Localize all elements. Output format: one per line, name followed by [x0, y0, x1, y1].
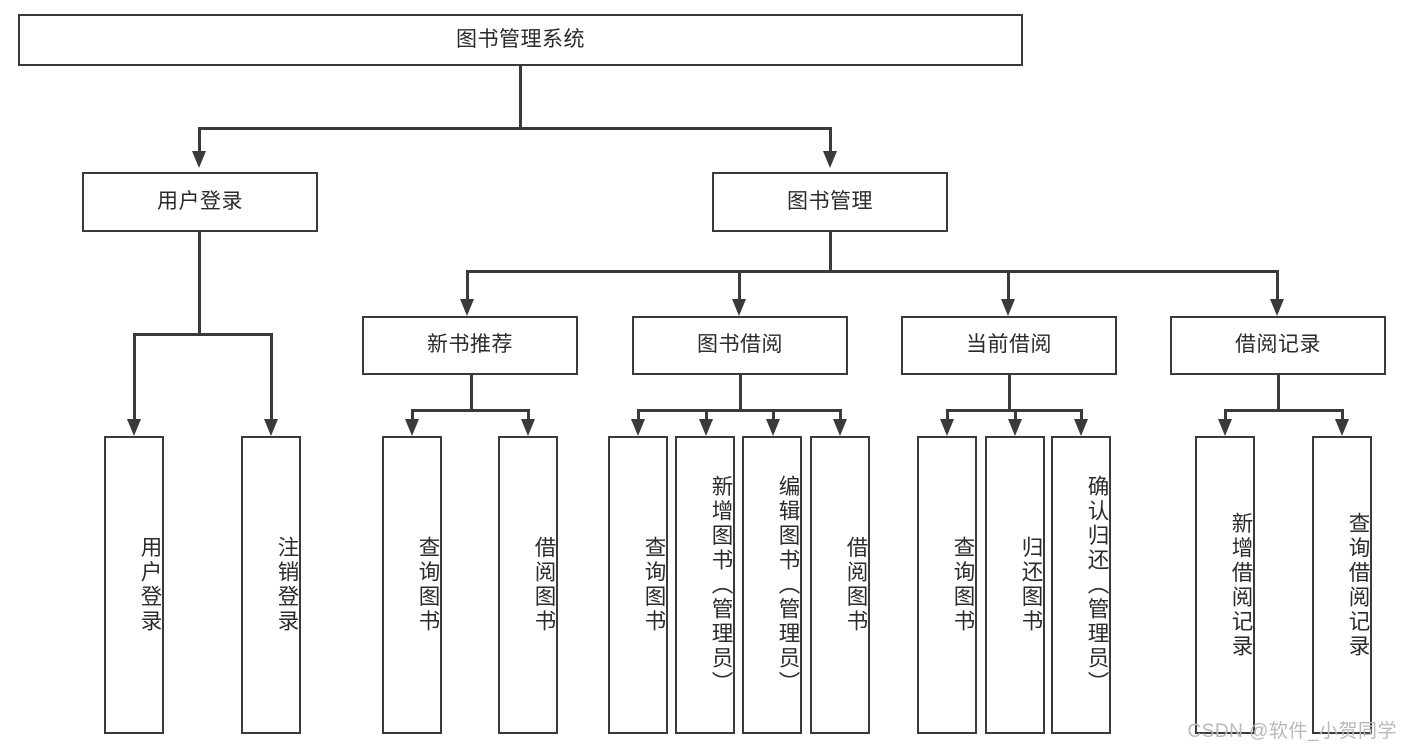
leaf-label: 归还图书 [1019, 536, 1043, 634]
connector-borrow-record-to-leaf-2 [1341, 409, 1344, 419]
arrow-book-borrow-to-leaf-1 [631, 419, 645, 436]
connector-book-manage-to-borrow-record [1276, 270, 1279, 299]
connector-book-manage-to-book-borrow [738, 270, 741, 299]
connector-new-book-rec-bus [411, 409, 529, 412]
leaf-query-book-current[interactable]: 查询图书 [917, 436, 977, 734]
leaf-borrow-book-borrow[interactable]: 借阅图书 [810, 436, 870, 734]
node-new-book-recommend[interactable]: 新书推荐 [362, 316, 578, 375]
node-book-management[interactable]: 图书管理 [712, 172, 948, 232]
connector-book-manage-stem [829, 232, 832, 270]
connector-book-borrow-to-leaf-2 [705, 409, 708, 419]
connector-root-bus [198, 127, 831, 130]
connector-current-borrow-to-leaf-2 [1014, 409, 1017, 419]
connector-book-borrow-bus [637, 409, 840, 412]
leaf-user-logout[interactable]: 注销登录 [241, 436, 301, 734]
connector-current-borrow-to-leaf-3 [1080, 409, 1083, 419]
connector-new-book-rec-to-leaf-2 [527, 409, 530, 419]
connector-user-login-to-leaf-1 [133, 333, 136, 419]
leaf-label: 注销登录 [275, 536, 299, 634]
arrow-book-borrow-to-leaf-2 [699, 419, 713, 436]
arrow-book-borrow-to-leaf-3 [766, 419, 780, 436]
node-user-login[interactable]: 用户登录 [82, 172, 318, 232]
connector-current-borrow-bus [946, 409, 1081, 412]
arrow-new-book-rec-to-leaf-1 [405, 419, 419, 436]
leaf-label: 新增图书（管理员） [709, 474, 733, 696]
leaf-label: 借阅图书 [844, 536, 868, 634]
leaf-label: 编辑图书（管理员） [776, 474, 800, 696]
arrow-book-borrow-to-leaf-4 [833, 419, 847, 436]
connector-root-to-user-login [198, 127, 201, 151]
node-borrow-record[interactable]: 借阅记录 [1170, 316, 1386, 375]
connector-book-borrow-to-leaf-3 [772, 409, 775, 419]
connector-root-stem [519, 66, 522, 127]
leaf-label: 用户登录 [138, 536, 162, 634]
connector-root-to-book-manage [829, 127, 832, 151]
node-label: 借阅记录 [1235, 333, 1321, 357]
connector-book-manage-to-new-book-rec [466, 270, 469, 299]
leaf-label: 查询借阅记录 [1346, 511, 1370, 659]
connector-user-login-stem [198, 232, 201, 333]
connector-new-book-rec-stem [470, 375, 473, 409]
arrow-current-borrow-to-leaf-2 [1008, 419, 1022, 436]
connector-book-borrow-to-leaf-4 [839, 409, 842, 419]
connector-borrow-record-bus [1224, 409, 1343, 412]
leaf-query-borrow-record[interactable]: 查询借阅记录 [1312, 436, 1372, 734]
leaf-query-book-new-rec[interactable]: 查询图书 [382, 436, 442, 734]
arrow-root-to-book-manage [823, 151, 837, 168]
node-label: 图书管理 [787, 189, 873, 213]
arrow-book-manage-to-book-borrow [732, 299, 746, 316]
connector-book-borrow-stem [739, 375, 742, 409]
arrow-current-borrow-to-leaf-1 [940, 419, 954, 436]
connector-borrow-record-to-leaf-1 [1224, 409, 1227, 419]
connector-user-login-bus [133, 333, 272, 336]
node-label: 新书推荐 [427, 333, 513, 357]
leaf-user-login[interactable]: 用户登录 [104, 436, 164, 734]
arrow-book-manage-to-new-book-rec [460, 299, 474, 316]
leaf-add-book-admin[interactable]: 新增图书（管理员） [675, 436, 735, 734]
node-label: 图书借阅 [697, 333, 783, 357]
connector-borrow-record-stem [1277, 375, 1280, 409]
connector-user-login-to-leaf-2 [270, 333, 273, 419]
node-label: 当前借阅 [966, 333, 1052, 357]
leaf-label: 新增借阅记录 [1229, 511, 1253, 659]
arrow-current-borrow-to-leaf-3 [1074, 419, 1088, 436]
connector-new-book-rec-to-leaf-1 [411, 409, 414, 419]
leaf-borrow-book-new-rec[interactable]: 借阅图书 [498, 436, 558, 734]
arrow-user-login-to-leaf-2 [264, 419, 278, 436]
connector-current-borrow-to-leaf-1 [946, 409, 949, 419]
leaf-label: 查询图书 [416, 536, 440, 634]
arrow-user-login-to-leaf-1 [127, 419, 141, 436]
node-current-borrow[interactable]: 当前借阅 [901, 316, 1117, 375]
leaf-label: 确认归还（管理员） [1085, 474, 1109, 696]
connector-book-manage-to-current-borrow [1007, 270, 1010, 299]
arrow-borrow-record-to-leaf-1 [1218, 419, 1232, 436]
leaf-edit-book-admin[interactable]: 编辑图书（管理员） [742, 436, 802, 734]
leaf-label: 查询图书 [642, 536, 666, 634]
leaf-label: 查询图书 [951, 536, 975, 634]
arrow-new-book-rec-to-leaf-2 [521, 419, 535, 436]
arrow-book-manage-to-current-borrow [1001, 299, 1015, 316]
node-book-borrow[interactable]: 图书借阅 [632, 316, 848, 375]
arrow-book-manage-to-borrow-record [1270, 299, 1284, 316]
arrow-root-to-user-login [192, 151, 206, 168]
leaf-query-book-borrow[interactable]: 查询图书 [608, 436, 668, 734]
connector-book-borrow-to-leaf-1 [637, 409, 640, 419]
leaf-return-book[interactable]: 归还图书 [985, 436, 1045, 734]
leaf-add-borrow-record[interactable]: 新增借阅记录 [1195, 436, 1255, 734]
node-label: 图书管理系统 [456, 27, 585, 51]
arrow-borrow-record-to-leaf-2 [1335, 419, 1349, 436]
leaf-confirm-return-admin[interactable]: 确认归还（管理员） [1051, 436, 1111, 734]
node-label: 用户登录 [157, 189, 243, 213]
leaf-label: 借阅图书 [532, 536, 556, 634]
connector-book-manage-bus [466, 270, 1278, 273]
node-root-book-management-system[interactable]: 图书管理系统 [18, 14, 1023, 66]
connector-current-borrow-stem [1008, 375, 1011, 409]
